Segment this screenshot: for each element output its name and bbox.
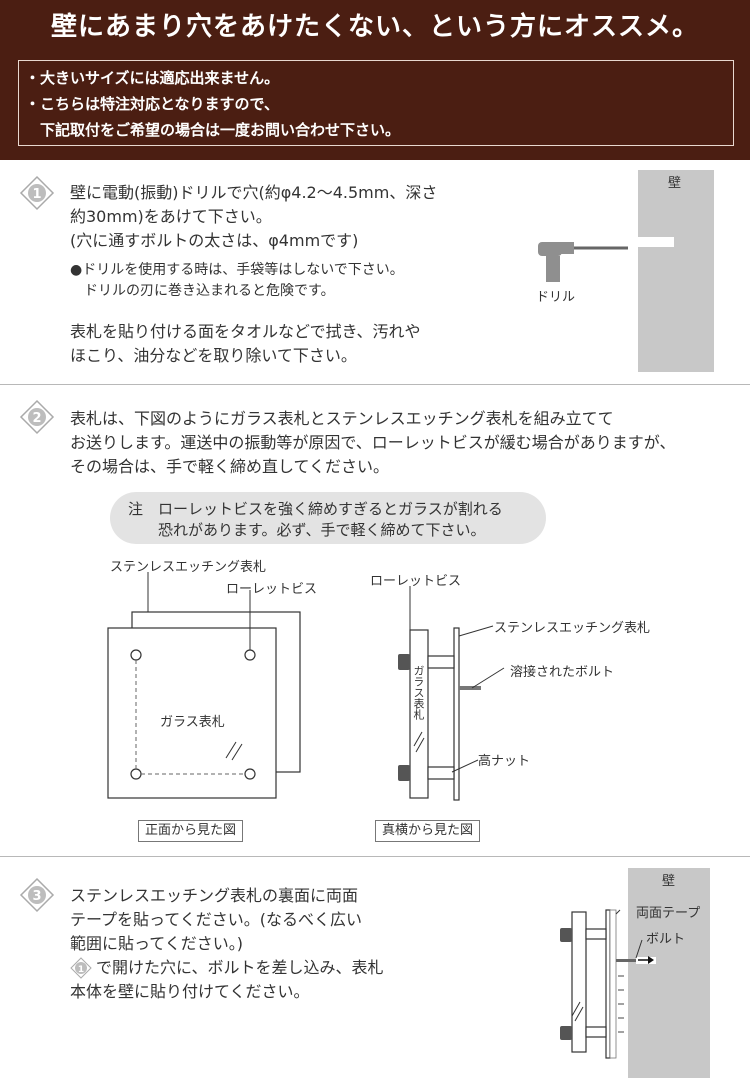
screw bbox=[130, 649, 142, 661]
front-view-caption: 正面から見た図 bbox=[138, 820, 244, 842]
front-glass-label: ガラス表札 bbox=[160, 715, 225, 730]
nut bbox=[427, 655, 455, 669]
front-screw-label: ローレットビス bbox=[226, 582, 318, 597]
step3-text: テープを貼ってください。(なるべく広い bbox=[70, 910, 363, 929]
screw bbox=[130, 768, 142, 780]
mounting-illustration bbox=[560, 868, 710, 1078]
side-screw-label: ローレットビス bbox=[370, 574, 462, 589]
side-glass-label: ガラス表札 bbox=[412, 665, 425, 720]
step1-note: ドリルの刃に巻き込まれると危険です。 bbox=[70, 283, 335, 299]
drill-label: ドリル bbox=[536, 290, 576, 305]
step1-text: 表札を貼り付ける面をタオルなどで拭き、汚れや bbox=[70, 322, 421, 341]
step3-text: 範囲に貼ってください。) bbox=[70, 934, 243, 953]
knurled-screw bbox=[398, 765, 410, 781]
step-2-number: 2 bbox=[32, 411, 41, 426]
screw bbox=[244, 768, 256, 780]
step2-text: 表札は、下図のようにガラス表札とステンレスエッチング表札を組み立てて bbox=[70, 409, 614, 428]
notice-line: ・こちらは特注対応となりますので、 bbox=[25, 95, 279, 113]
caution-line: 注 ローレットビスを強く締めすぎるとガラスが割れる bbox=[128, 500, 503, 518]
drill-wall-illustration bbox=[538, 170, 714, 372]
welded-bolt bbox=[459, 686, 481, 690]
step3-text: で開けた穴に、ボルトを差し込み、表札 bbox=[96, 958, 384, 977]
stainless-plate-side bbox=[453, 627, 460, 801]
step-1-ref-badge-icon: 1 bbox=[70, 957, 92, 979]
header-banner: 壁にあまり穴をあけたくない、という方にオススメ。 ・大きいサイズには適応出来ませ… bbox=[0, 0, 750, 160]
tape-label: 両面テープ bbox=[636, 906, 701, 921]
ref-badge-number: 1 bbox=[78, 965, 84, 975]
notice-line: 下記取付をご希望の場合は一度お問い合わせ下さい。 bbox=[25, 121, 401, 139]
screw bbox=[244, 649, 256, 661]
step3-text: ステンレスエッチング表札の裏面に両面 bbox=[70, 886, 359, 905]
side-view-diagram bbox=[398, 586, 481, 801]
knurled-screw bbox=[560, 1026, 572, 1040]
step1-text: (穴に通すボルトの太さは、φ4mmです) bbox=[70, 231, 359, 250]
knurled-screw bbox=[398, 654, 410, 670]
wall-shape bbox=[628, 868, 710, 1078]
front-view-diagram bbox=[107, 572, 301, 799]
caution-box: 注 ローレットビスを強く締めすぎるとガラスが割れる 恐れがあります。必ず、手で軽… bbox=[110, 492, 546, 544]
nut bbox=[585, 928, 607, 940]
step-3-number: 3 bbox=[32, 889, 41, 904]
drill-handle bbox=[546, 256, 560, 282]
nut bbox=[585, 1026, 607, 1038]
notice-line: ・大きいサイズには適応出来ません。 bbox=[25, 69, 280, 87]
step1-text: 約30mm)をあけて下さい。 bbox=[70, 207, 272, 226]
wall-shape bbox=[638, 170, 714, 372]
drill-body bbox=[538, 242, 562, 256]
bolt-label: ボルト bbox=[646, 932, 686, 947]
tape-layer bbox=[609, 909, 617, 1059]
step-3-badge-icon: 3 bbox=[19, 877, 55, 913]
step1-note: ●ドリルを使用する時は、手袋等はしないで下さい。 bbox=[70, 262, 404, 278]
wall-label: 壁 bbox=[662, 874, 676, 889]
notice-box: ・大きいサイズには適応出来ません。 ・こちらは特注対応となりますので、 下記取付… bbox=[18, 60, 734, 146]
section-divider bbox=[0, 856, 750, 857]
step-1-badge-icon: 1 bbox=[19, 175, 55, 211]
front-stainless-label: ステンレスエッチング表札 bbox=[110, 560, 267, 575]
side-stainless-label: ステンレスエッチング表札 bbox=[494, 621, 651, 636]
wall-label: 壁 bbox=[668, 176, 682, 191]
step2-text: その場合は、手で軽く締め直してください。 bbox=[70, 457, 390, 476]
glass-plate-side bbox=[409, 629, 429, 799]
page-title: 壁にあまり穴をあけたくない、という方にオススメ。 bbox=[50, 12, 699, 42]
nut bbox=[427, 766, 455, 780]
step1-text: 壁に電動(振動)ドリルで穴(約φ4.2～4.5mm、深さ bbox=[70, 183, 438, 202]
section-divider bbox=[0, 384, 750, 385]
drill-hole bbox=[638, 237, 674, 247]
bolt bbox=[616, 959, 636, 962]
step1-text: ほこり、油分などを取り除いて下さい。 bbox=[70, 346, 357, 365]
step-2-badge-icon: 2 bbox=[19, 399, 55, 435]
side-nut-label: 高ナット bbox=[478, 754, 531, 769]
knurled-screw bbox=[560, 928, 572, 942]
step3-text: 本体を壁に貼り付けてください。 bbox=[70, 982, 310, 1001]
side-bolt-label: 溶接されたボルト bbox=[510, 665, 615, 680]
step-1-number: 1 bbox=[32, 187, 41, 202]
side-view-caption: 真横から見た図 bbox=[375, 820, 481, 842]
step2-text: お送りします。運送中の振動等が原因で、ローレットビスが緩む場合がありますが、 bbox=[70, 433, 676, 452]
glass-plate-side bbox=[571, 911, 587, 1053]
caution-line: 恐れがあります。必ず、手で軽く締めて下さい。 bbox=[128, 521, 486, 539]
